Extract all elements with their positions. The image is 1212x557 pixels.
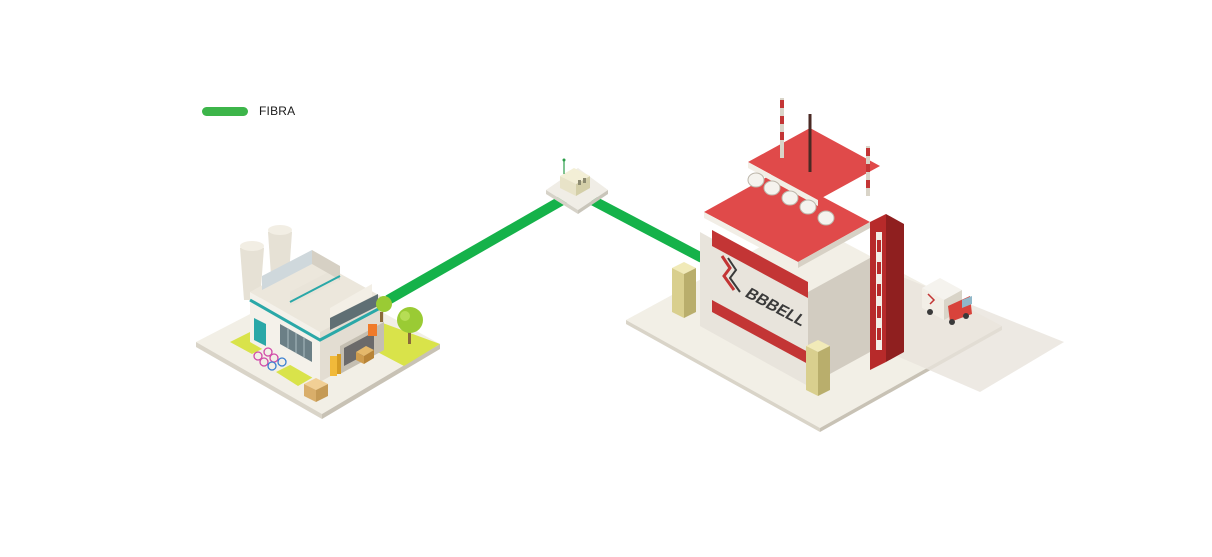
delivery-truck-icon xyxy=(922,278,972,325)
factory-trees xyxy=(376,296,423,344)
utility-box-left xyxy=(672,262,696,318)
fiber-link-relay-datacenter xyxy=(589,195,705,263)
datacenter-node: BBBELL xyxy=(626,98,1064,432)
utility-box-right xyxy=(806,340,830,396)
fiber-links xyxy=(385,193,705,305)
factory-door xyxy=(254,318,266,346)
network-cabinet-icon xyxy=(560,158,590,196)
antenna-masts xyxy=(780,98,870,196)
relay-node xyxy=(546,158,608,214)
factory-node xyxy=(196,225,440,419)
pallet-stack xyxy=(304,378,328,402)
factory-badge xyxy=(368,324,377,336)
bicycle-rack xyxy=(253,347,287,371)
datacenter-tower xyxy=(870,214,904,370)
legend-fiber-label: FIBRA xyxy=(259,104,296,118)
satellite-dishes xyxy=(747,172,835,226)
legend-fiber-swatch xyxy=(202,106,248,116)
factory-windows xyxy=(280,294,378,362)
fiber-link-factory-relay xyxy=(385,193,569,305)
legend: FIBRA xyxy=(202,104,295,118)
